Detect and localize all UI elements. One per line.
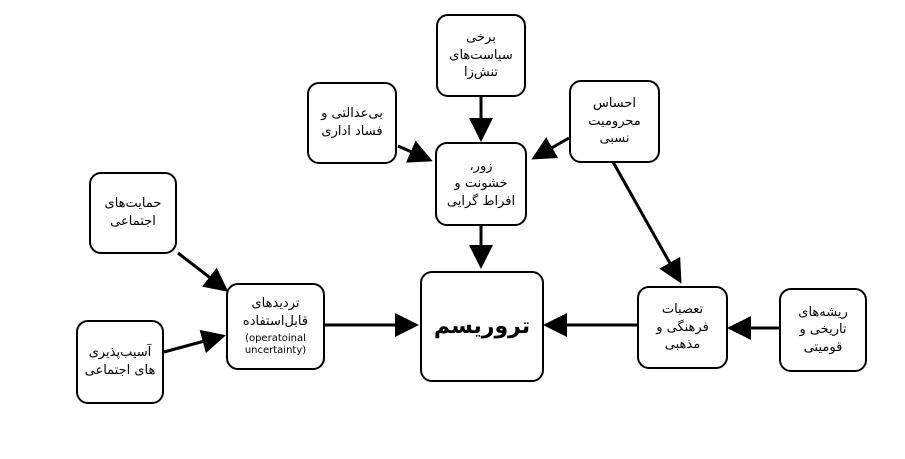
- node-vulnerability-label: آسیب‌پذیری های اجتماعی: [84, 345, 156, 378]
- node-violence-label: زور، خشونت و افراط گرایی: [446, 158, 516, 209]
- arrow-vulnerability-to-uncertainty: [163, 329, 226, 354]
- node-prejudice-label: تعصبات فرهنگی و مذهبی: [656, 302, 709, 353]
- node-uncertainty-english-label: (operatoinal uncertainty): [244, 332, 307, 357]
- node-deprivation-label: احساس محرومیت نسبی: [588, 96, 641, 147]
- node-vulnerability: آسیب‌پذیری های اجتماعی: [76, 320, 164, 404]
- arrow-deprivation-to-prejudice: [611, 161, 682, 284]
- node-policies: برخی سیاست‌های تنش‌زا: [436, 14, 526, 97]
- node-social-support: حمایت‌های اجتماعی: [89, 172, 177, 254]
- arrow-injustice-to-violence: [397, 140, 433, 163]
- node-terrorism-label: تروریسم: [433, 313, 531, 339]
- node-violence: زور، خشونت و افراط گرایی: [435, 142, 527, 226]
- node-roots-label: ریشه‌های تاریخی و قومیتی: [798, 304, 848, 355]
- node-roots: ریشه‌های تاریخی و قومیتی: [779, 288, 867, 372]
- node-prejudice: تعصبات فرهنگی و مذهبی: [637, 286, 728, 369]
- node-policies-label: برخی سیاست‌های تنش‌زا: [449, 30, 513, 81]
- node-terrorism: تروریسم: [420, 271, 544, 382]
- node-deprivation: احساس محرومیت نسبی: [569, 80, 660, 163]
- node-social-support-label: حمایت‌های اجتماعی: [104, 196, 162, 229]
- arrow-deprivation-to-violence: [531, 136, 570, 160]
- node-uncertainty: تردیدهای قابل‌استفاده (operatoinal uncer…: [226, 283, 325, 370]
- node-uncertainty-label: تردیدهای قابل‌استفاده: [242, 296, 309, 329]
- node-injustice-label: بی‌عدالتی و فساد اداری: [321, 106, 383, 139]
- node-injustice: بی‌عدالتی و فساد اداری: [307, 82, 397, 164]
- arrow-support-to-uncertainty: [177, 251, 229, 292]
